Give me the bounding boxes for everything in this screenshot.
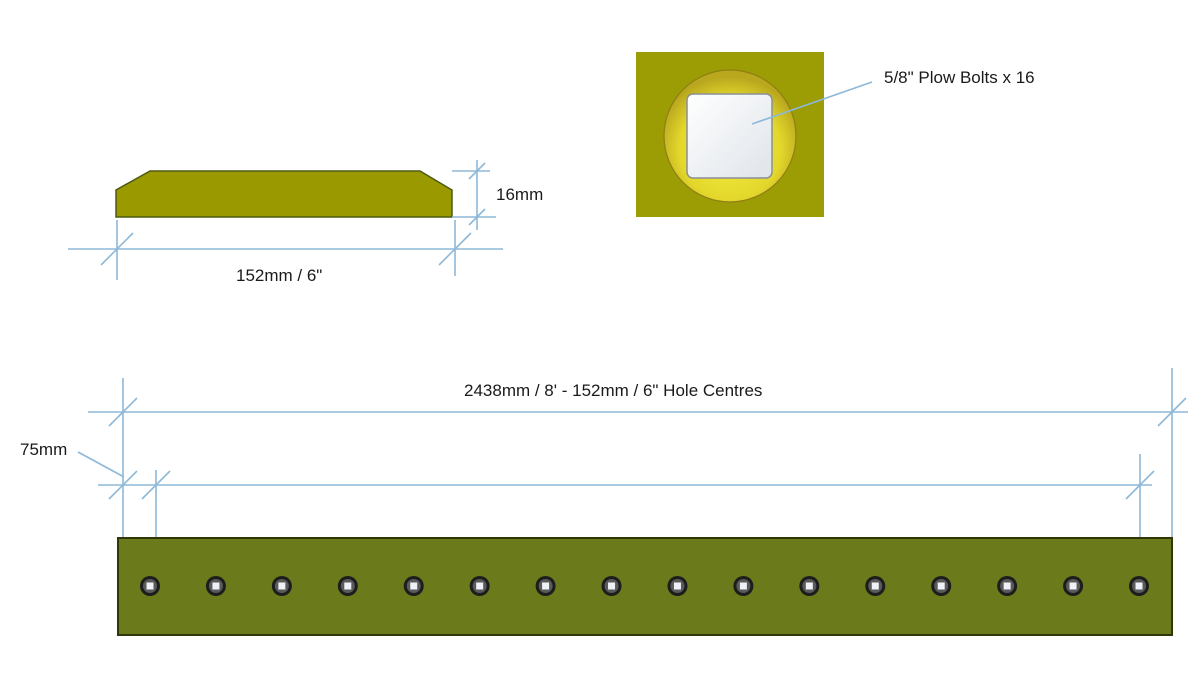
bolt-callout-label: 5/8" Plow Bolts x 16 bbox=[884, 68, 1035, 87]
bolt-hole bbox=[205, 576, 226, 596]
bolt-head bbox=[686, 93, 773, 179]
blade-bar bbox=[117, 537, 1173, 636]
bolt-callout: 5/8" Plow Bolts x 16 bbox=[751, 68, 1035, 125]
bolt-hole bbox=[931, 576, 952, 596]
bolt-hole bbox=[601, 576, 622, 596]
thickness-dimension: 16mm bbox=[452, 160, 543, 230]
bolt-hole bbox=[667, 576, 688, 596]
end-offset-label: 75mm bbox=[20, 440, 67, 459]
hole-centre-dimension: 75mm bbox=[20, 440, 1155, 545]
bolt-hole bbox=[469, 576, 490, 596]
overall-length-label: 2438mm / 8' - 152mm / 6" Hole Centres bbox=[464, 381, 762, 400]
thickness-label: 16mm bbox=[496, 185, 543, 204]
blade-profile bbox=[115, 170, 453, 218]
bolt-hole bbox=[1129, 576, 1149, 596]
bolt-hole bbox=[271, 576, 292, 596]
bolt-detail-view: 5/8" Plow Bolts x 16 bbox=[636, 52, 1035, 217]
bolt-hole bbox=[403, 576, 424, 596]
bolt-holes bbox=[140, 576, 1149, 596]
bolt-hole bbox=[733, 576, 754, 596]
overall-length-dimension: 2438mm / 8' - 152mm / 6" Hole Centres bbox=[88, 368, 1188, 540]
bolt-hole bbox=[140, 576, 160, 596]
bolt-hole bbox=[1063, 576, 1084, 596]
blade-profile-view: 16mm 152mm / 6" bbox=[68, 160, 543, 285]
blade-plan-view bbox=[117, 537, 1173, 636]
bolt-hole bbox=[535, 576, 556, 596]
bolt-hole bbox=[865, 576, 886, 596]
bolt-hole bbox=[337, 576, 358, 596]
width-dimension: 152mm / 6" bbox=[68, 220, 503, 285]
bolt-hole bbox=[799, 576, 820, 596]
width-label: 152mm / 6" bbox=[236, 266, 322, 285]
bolt-hole bbox=[997, 576, 1018, 596]
